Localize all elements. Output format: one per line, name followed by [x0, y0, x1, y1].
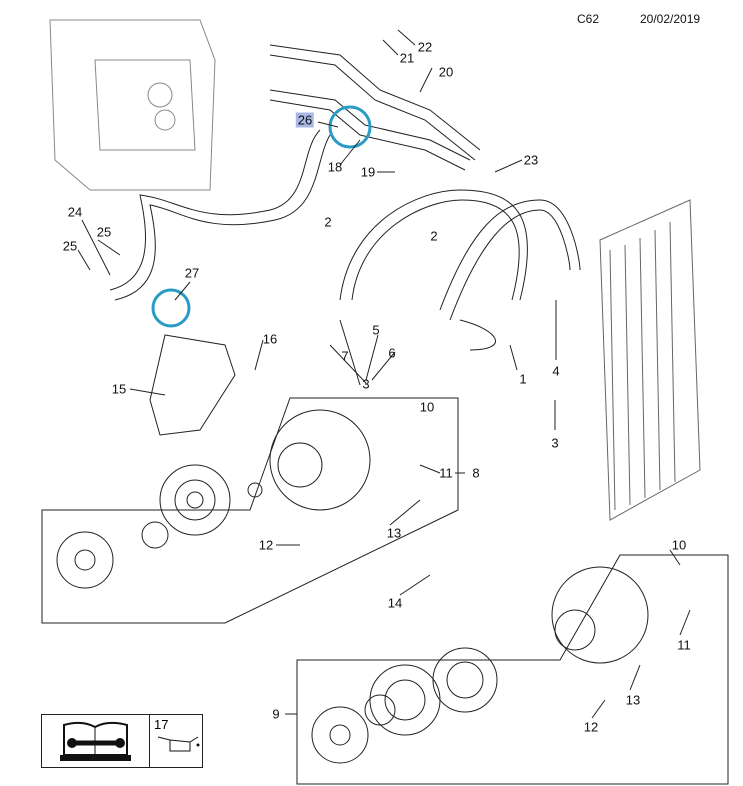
compressor-8: [56, 409, 371, 589]
callout-1: 1: [519, 371, 527, 387]
diagram-date: 20/02/2019: [640, 12, 701, 26]
callout-5: 5: [372, 322, 380, 338]
hose-24: [109, 129, 331, 301]
callout-3: 3: [362, 376, 370, 392]
callout-10: 10: [671, 537, 687, 553]
repair-manual-icon: [60, 721, 131, 761]
legend-lubricant-cell: 17: [149, 715, 203, 767]
callout-19: 19: [360, 164, 376, 180]
highlight-circle-26: [328, 105, 372, 149]
bracket-15: [149, 334, 236, 436]
callout-13: 13: [386, 525, 402, 541]
callout-2: 2: [430, 228, 438, 244]
callout-6: 6: [388, 345, 396, 361]
callout-7: 7: [341, 348, 349, 364]
oil-can-icon: [157, 736, 200, 752]
compressor-9: [311, 566, 649, 764]
callout-10: 10: [419, 399, 435, 415]
callout-26[interactable]: 26: [295, 112, 315, 128]
callout-24: 24: [67, 204, 83, 220]
callout-25: 25: [62, 238, 78, 254]
legend-box: 17: [41, 714, 203, 768]
callout-23: 23: [523, 152, 539, 168]
highlight-circle-27: [151, 288, 191, 328]
callout-20: 20: [438, 64, 454, 80]
callout-12: 12: [583, 719, 599, 735]
callout-22: 22: [417, 39, 433, 55]
compressor-box-8: [41, 397, 459, 624]
callout-3: 3: [551, 435, 559, 451]
callout-16: 16: [262, 331, 278, 347]
callout-4: 4: [552, 363, 560, 379]
callout-8: 8: [472, 465, 480, 481]
legend-number: 17: [154, 717, 169, 732]
callout-9: 9: [272, 706, 280, 722]
callout-11: 11: [439, 465, 453, 481]
callout-2: 2: [324, 214, 332, 230]
hose-20: [269, 44, 481, 171]
callout-12: 12: [258, 537, 274, 553]
callout-14: 14: [387, 595, 403, 611]
refrigerant-lines-3: [339, 189, 581, 351]
callout-11: 11: [677, 637, 691, 653]
compressor-box-9: [296, 554, 729, 785]
diagram-code: C62: [577, 12, 600, 26]
evaporator-housing: [49, 19, 216, 191]
callout-15: 15: [111, 381, 127, 397]
leader-lines: [77, 29, 691, 719]
callout-21: 21: [399, 50, 415, 66]
callout-13: 13: [625, 692, 641, 708]
callout-25: 25: [96, 224, 112, 240]
condenser: [599, 199, 701, 521]
callout-27: 27: [184, 265, 200, 281]
callout-18: 18: [327, 159, 343, 175]
